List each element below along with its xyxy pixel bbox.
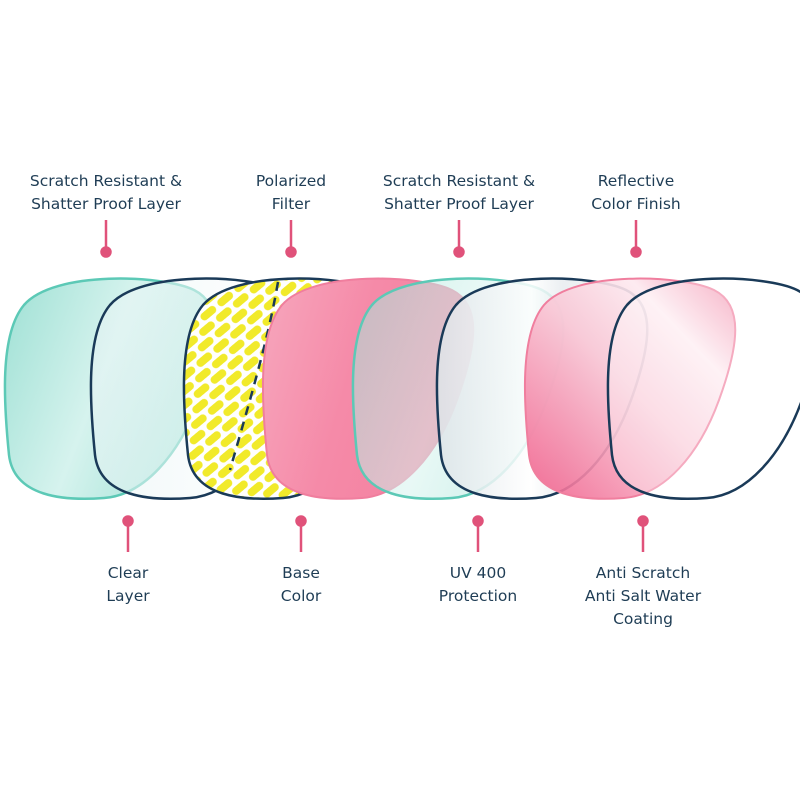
lens-anti-scratch-coating bbox=[606, 277, 800, 501]
connector-dot bbox=[630, 246, 642, 258]
label-anti-scratch-coating: Anti Scratch Anti Salt Water Coating bbox=[584, 564, 702, 628]
label-uv-400-protection: UV 400 Protection bbox=[438, 564, 518, 605]
label-scratch-resistant-1: Scratch Resistant & Shatter Proof Layer bbox=[29, 172, 183, 213]
connectors-bottom bbox=[122, 515, 649, 552]
lens-polarized-filter bbox=[182, 277, 396, 501]
connector-dot bbox=[453, 246, 465, 258]
label-polarized-filter: Polarized Filter bbox=[255, 172, 327, 213]
label-reflective-color-finish: Reflective Color Finish bbox=[591, 172, 681, 213]
connectors-top bbox=[100, 220, 642, 258]
label-base-color: Base Color bbox=[280, 564, 322, 605]
label-scratch-resistant-2: Scratch Resistant & Shatter Proof Layer bbox=[382, 172, 536, 213]
label-clear-layer: Clear Layer bbox=[106, 564, 150, 605]
connector-dot bbox=[285, 246, 297, 258]
connector-dot bbox=[100, 246, 112, 258]
